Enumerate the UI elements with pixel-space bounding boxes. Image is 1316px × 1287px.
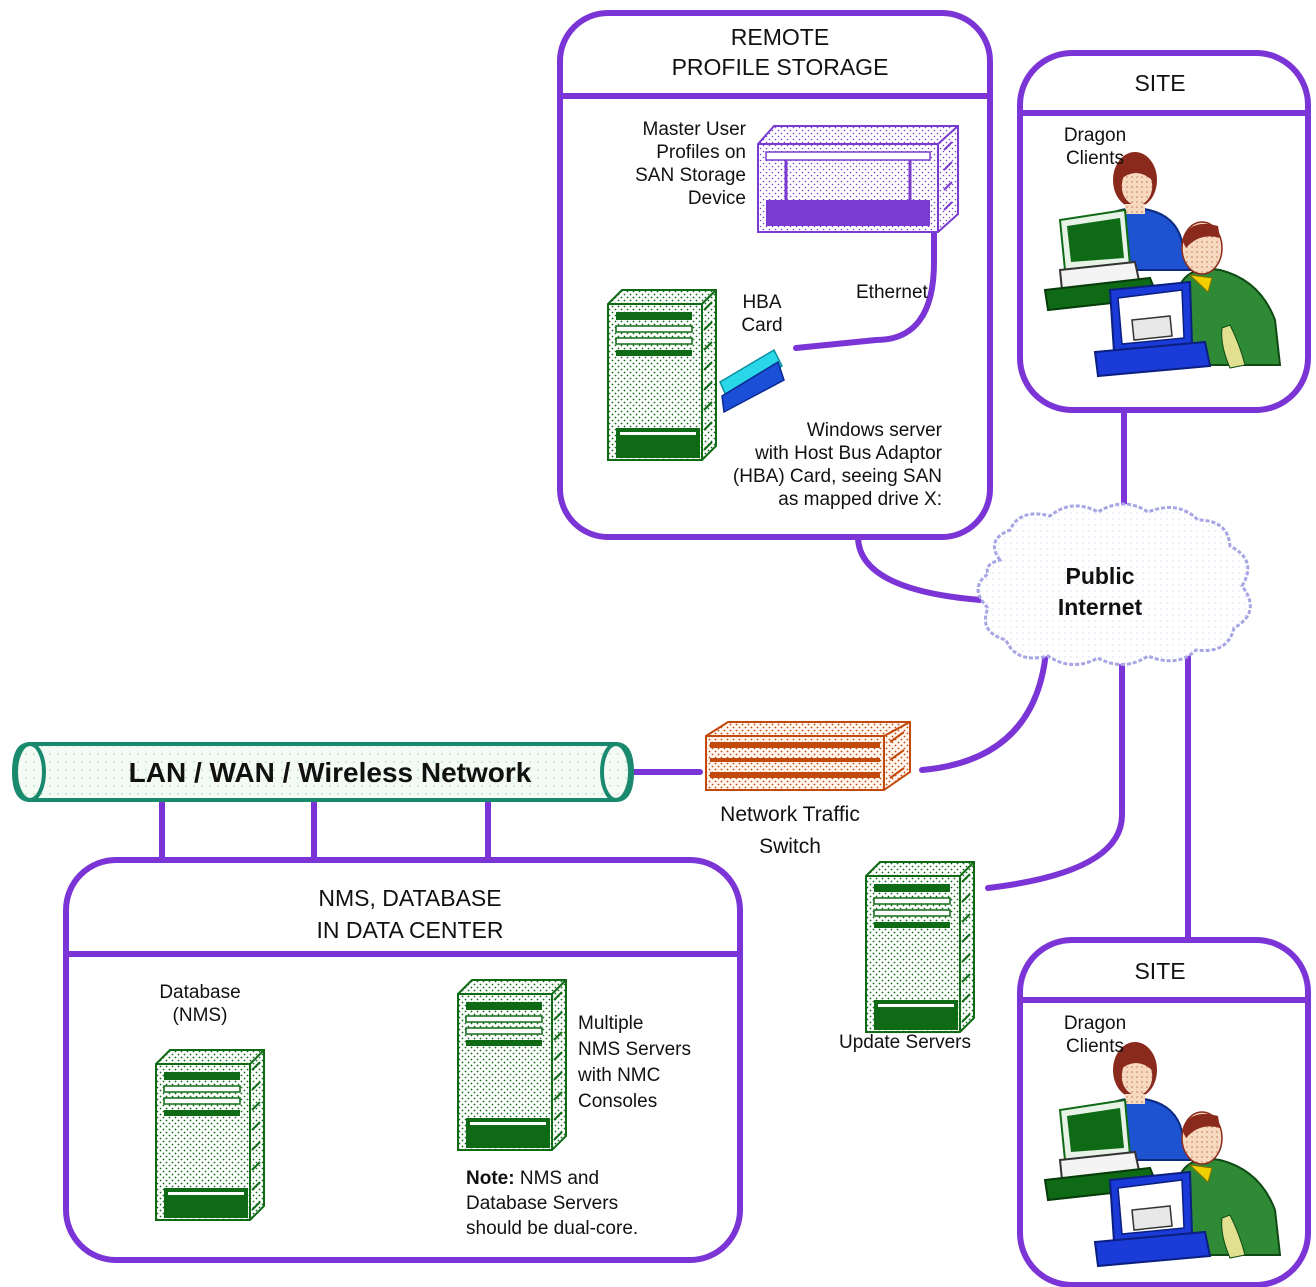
site-top-clients-label: Dragon Clients [1063,125,1127,169]
san-storage-icon [757,125,959,233]
server-tower-icon [865,861,975,1033]
note-block: Note: NMS and Database Servers should be… [466,1166,706,1241]
ethernet-label: Ethernet [856,282,928,303]
hba-card-icon [719,348,785,414]
remote-to-internet-link [855,535,983,603]
note-text: NMS and Database Servers should be dual-… [466,1168,639,1239]
san-storage-label: Master User Profiles on SAN Storage Devi… [635,119,746,209]
data-center-title: NMS, DATABASE IN DATA CENTER [316,885,504,943]
site-top-title: SITE [1134,70,1186,96]
ethernet-cable [793,207,937,351]
note-heading: Note: [466,1168,515,1189]
update-servers-link [985,659,1125,891]
database-label: Database (NMS) [159,982,241,1026]
network-switch-icon [705,721,911,791]
nms-servers-label: Multiple NMS Servers with NMC Consoles [578,1013,691,1112]
windows-server-label: Windows server with Host Bus Adaptor (HB… [732,420,942,510]
network-label: LAN / WAN / Wireless Network [128,757,532,788]
network-switch-label: Network Traffic Switch [720,803,860,858]
database-server-icon [155,1049,265,1221]
site-bottom-title: SITE [1134,958,1186,984]
remote-storage-title: REMOTE PROFILE STORAGE [671,24,889,80]
public-internet-label: Public Internet [1057,563,1143,620]
switch-to-internet-link [919,649,1049,773]
network-pipe-icon [11,742,635,802]
site-bottom-clients-label: Dragon Clients [1063,1013,1127,1057]
update-servers-label: Update Servers [838,1032,971,1053]
hba-card-label: HBA Card [741,292,783,336]
cloud-icon [976,502,1252,666]
nms-server-icon [457,979,567,1151]
